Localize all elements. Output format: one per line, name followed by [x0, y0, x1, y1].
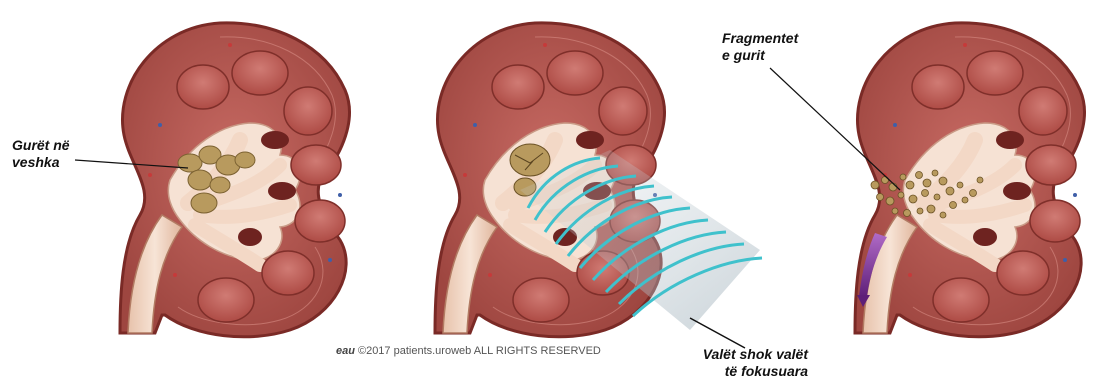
fragments-label: Fragmentet e gurit	[722, 30, 798, 64]
kidney-1	[120, 23, 349, 337]
waves-label-line-1: Valët shok valët	[688, 346, 808, 363]
credit-text: ©2017 patients.uroweb ALL RIGHTS RESERVE…	[358, 345, 601, 357]
waves-label-line-2: të fokusuara	[688, 363, 808, 380]
fragments-label-line-2: e gurit	[722, 47, 798, 64]
waves-label: Valët shok valët të fokusuara	[688, 346, 808, 380]
eau-logo: eau	[336, 345, 355, 357]
waves-leader-line	[690, 318, 745, 348]
copyright-credit: eau©2017 patients.uroweb ALL RIGHTS RESE…	[336, 345, 601, 357]
stones-label-line-1: Gurët në	[12, 137, 70, 154]
stones-label-line-2: veshka	[12, 154, 70, 171]
stones-label: Gurët në veshka	[12, 137, 70, 171]
fragments-label-line-1: Fragmentet	[722, 30, 798, 47]
